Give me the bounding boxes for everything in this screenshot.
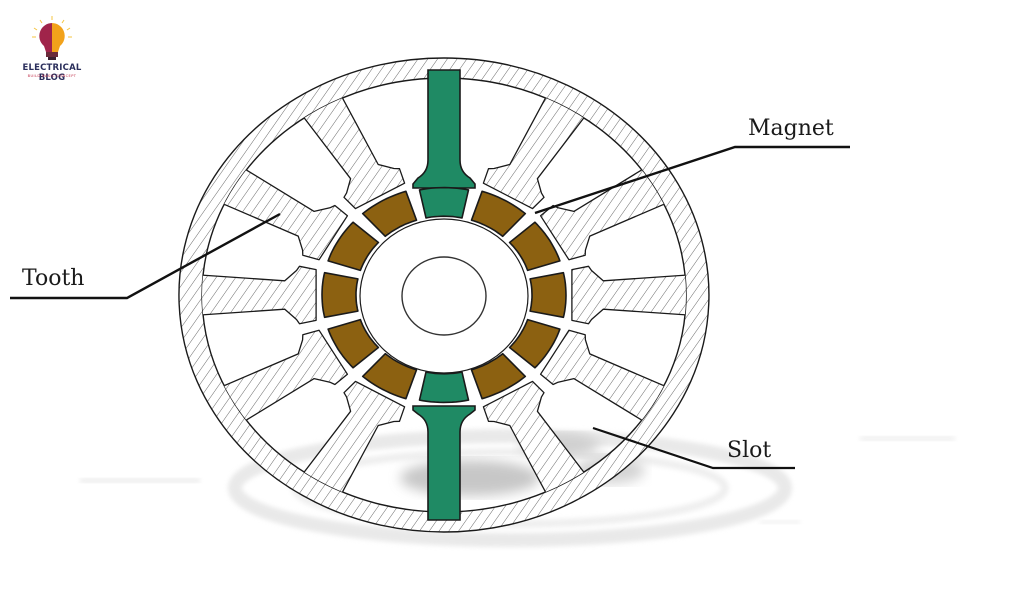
tooth-leader-line bbox=[10, 212, 281, 300]
slot-label: Slot bbox=[727, 438, 772, 463]
reflection-shadow bbox=[80, 429, 955, 547]
stator-tooth bbox=[296, 87, 406, 210]
slot-leader-line bbox=[592, 426, 795, 470]
magnet-segment bbox=[508, 318, 561, 369]
vertical-pole-bottom bbox=[412, 405, 476, 521]
stator-tooth bbox=[211, 162, 349, 261]
stator-tooth bbox=[482, 380, 592, 503]
site-logo: ELECTRICAL BLOG BUILD BASIC CONCEPT bbox=[12, 14, 92, 83]
stator-tooth bbox=[539, 329, 677, 428]
stator-tooth bbox=[296, 380, 406, 503]
rotor bbox=[321, 186, 567, 404]
logo-subtitle: BUILD BASIC CONCEPT bbox=[27, 74, 77, 78]
stator-tooth bbox=[211, 329, 349, 428]
magnet-segment bbox=[470, 190, 527, 238]
magnet-segment bbox=[508, 221, 561, 272]
vertical-pole-top bbox=[412, 69, 476, 189]
rotor-pole-segment bbox=[418, 186, 470, 219]
magnet-label: Magnet bbox=[748, 116, 834, 141]
stator-tooth bbox=[202, 265, 317, 325]
magnet-segment bbox=[327, 221, 380, 272]
stator-teeth bbox=[202, 87, 686, 503]
magnet-segment bbox=[321, 271, 359, 319]
tooth-label: Tooth bbox=[22, 266, 85, 291]
magnet-segment bbox=[361, 352, 418, 400]
magnet-segment bbox=[327, 318, 380, 369]
stator-tooth bbox=[571, 265, 686, 325]
magnet-segment bbox=[470, 352, 527, 400]
stator-tooth bbox=[482, 87, 592, 210]
magnet-segment bbox=[529, 271, 567, 319]
rotor-pole-segment bbox=[418, 371, 470, 404]
shaft-hole bbox=[401, 256, 487, 336]
logo-title: ELECTRICAL BLOG bbox=[22, 63, 82, 83]
magnet-leader-line bbox=[534, 145, 850, 215]
stator-tooth bbox=[539, 162, 677, 261]
lightbulb-brain-icon bbox=[32, 16, 72, 60]
magnet-segment bbox=[361, 190, 418, 238]
